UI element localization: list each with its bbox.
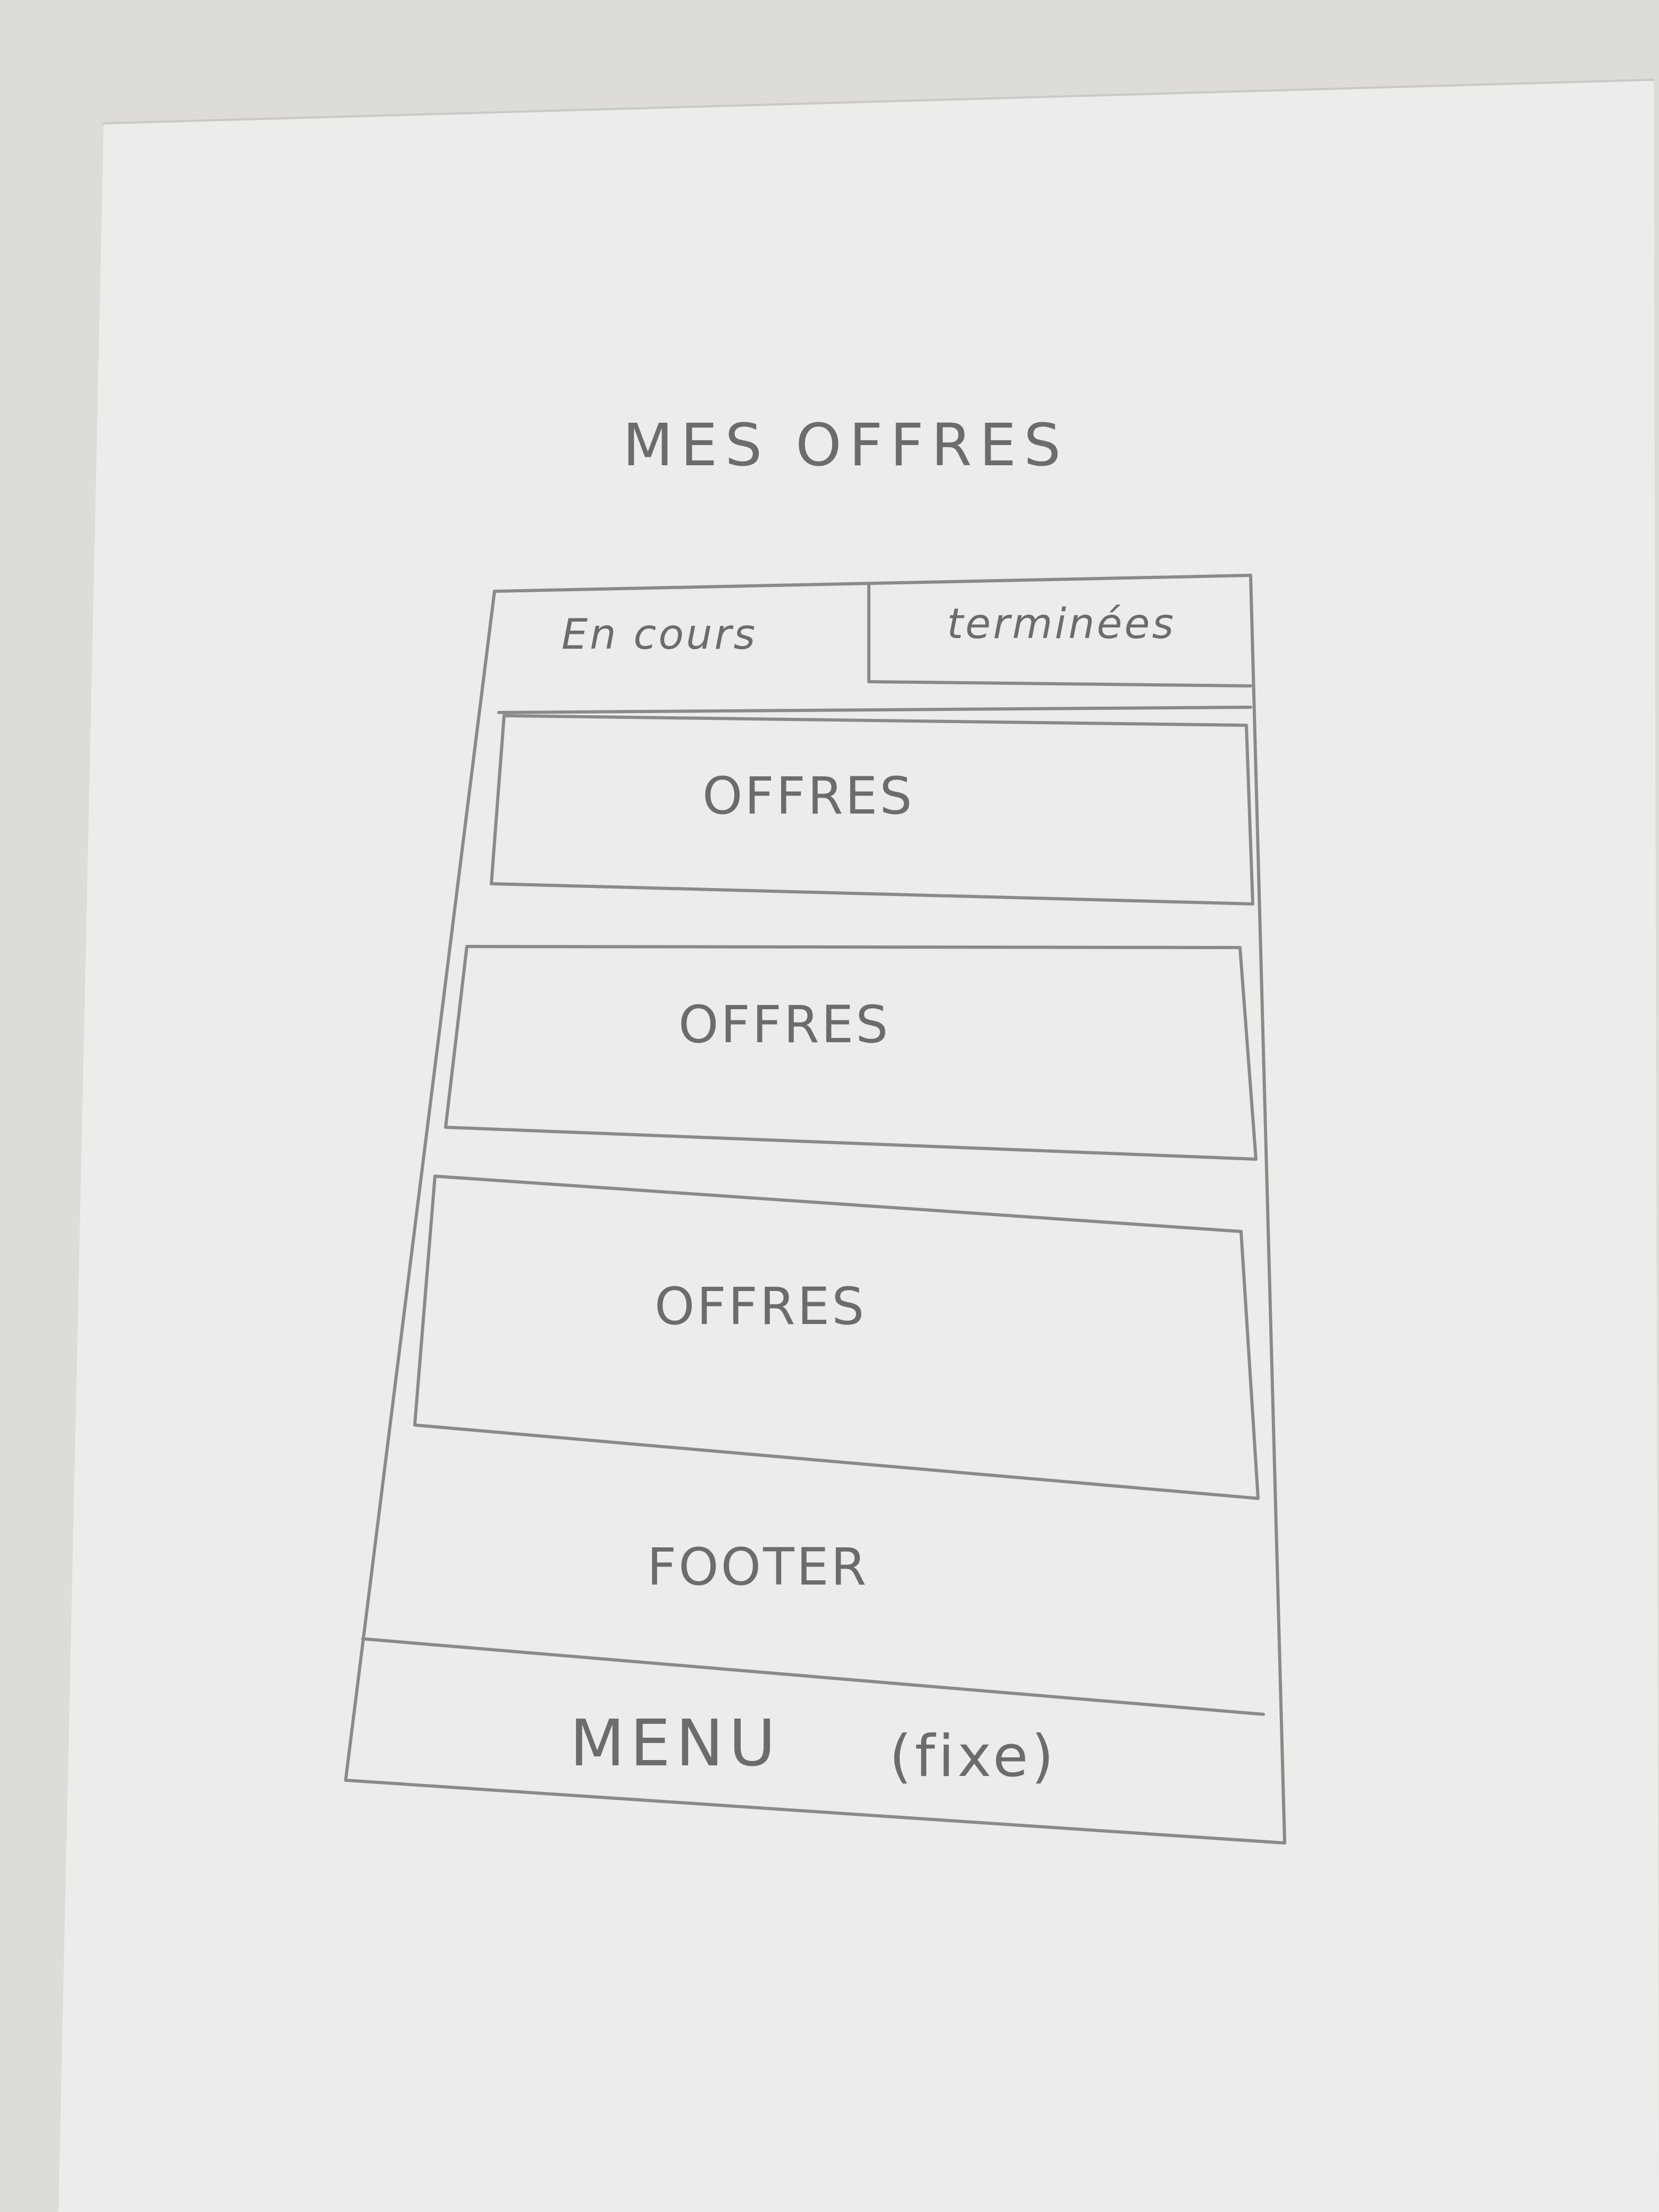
phone-frame xyxy=(344,574,1286,1845)
offer-card-1-label: OFFRES xyxy=(702,766,914,826)
tab-terminees[interactable]: terminées xyxy=(947,600,1176,648)
offer-card-3-label: OFFRES xyxy=(655,1277,866,1336)
offer-card[interactable]: OFFRES xyxy=(490,714,1254,906)
offer-card-2-label: OFFRES xyxy=(678,995,890,1054)
menu-divider xyxy=(361,1637,1265,1716)
tab-en-cours-label: En cours xyxy=(562,611,757,659)
footer-label: FOOTER xyxy=(647,1537,868,1597)
offer-card-2-border xyxy=(444,945,1258,1161)
offer-card-1-border xyxy=(490,714,1254,906)
menu-note: (fixe) xyxy=(889,1723,1057,1790)
tab-en-cours[interactable]: En cours xyxy=(562,611,757,659)
tab-separator xyxy=(867,583,1252,688)
paper-surface xyxy=(58,80,1659,2212)
paper-edge xyxy=(103,79,1655,124)
offer-card-3-border xyxy=(413,1175,1260,1500)
tab-bar-bottom xyxy=(497,706,1252,714)
menu-label: MENU xyxy=(570,1707,781,1781)
fixed-menu[interactable]: MENU (fixe) xyxy=(570,1707,1057,1790)
offer-card[interactable]: OFFRES xyxy=(444,945,1258,1161)
page-title: MES OFFRES xyxy=(623,411,1068,479)
offer-card[interactable]: OFFRES xyxy=(413,1175,1260,1500)
tab-terminees-label: terminées xyxy=(947,600,1176,648)
